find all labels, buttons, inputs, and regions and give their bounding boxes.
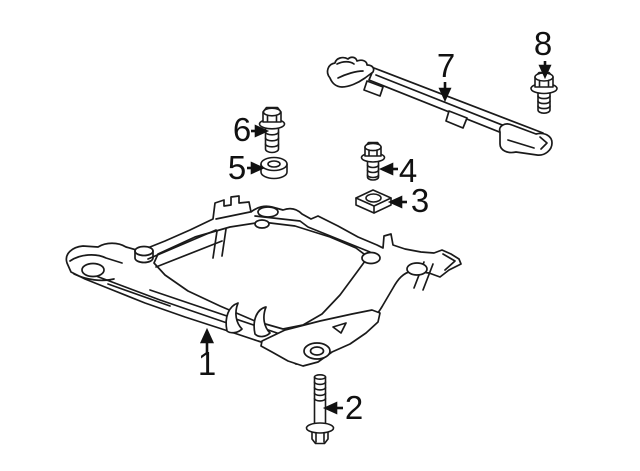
- callout-arrow-8: [538, 61, 552, 80]
- mount-hole: [257, 206, 279, 218]
- mount-hole: [303, 342, 331, 360]
- callout-label-4[interactable]: 4: [398, 152, 418, 189]
- callout-arrow-7: [438, 82, 452, 103]
- mount-hole: [406, 262, 428, 276]
- bolt-6-drawing: [258, 106, 286, 154]
- stiffener-bar-drawing: [326, 56, 553, 156]
- callout-label-6[interactable]: 6: [232, 111, 252, 148]
- bolt-2-drawing: [305, 373, 335, 445]
- callout-arrows: [199, 61, 552, 415]
- bolt-8-drawing: [530, 71, 558, 114]
- callout-label-5[interactable]: 5: [227, 149, 247, 186]
- callout-label-1[interactable]: 1: [197, 345, 217, 382]
- grommet-5-drawing: [260, 156, 288, 180]
- callout-arrow-2: [322, 401, 343, 415]
- callout-label-3[interactable]: 3: [410, 182, 430, 219]
- bolt-4-drawing: [360, 141, 386, 181]
- square-nut-3-drawing: [355, 189, 392, 214]
- callout-label-7[interactable]: 7: [436, 47, 456, 84]
- callout-label-2[interactable]: 2: [344, 389, 364, 426]
- mount-hole: [81, 262, 105, 278]
- mount-hole: [361, 251, 381, 265]
- callout-arrow-6: [251, 124, 270, 138]
- callout-arrow-1: [199, 327, 215, 353]
- mount-hole: [254, 219, 270, 229]
- callout-arrow-3: [387, 195, 407, 209]
- callout-arrow-4: [378, 162, 398, 176]
- subframe-crossmember-drawing: [65, 195, 462, 367]
- callout-label-8[interactable]: 8: [533, 25, 553, 62]
- callout-arrow-5: [247, 161, 266, 175]
